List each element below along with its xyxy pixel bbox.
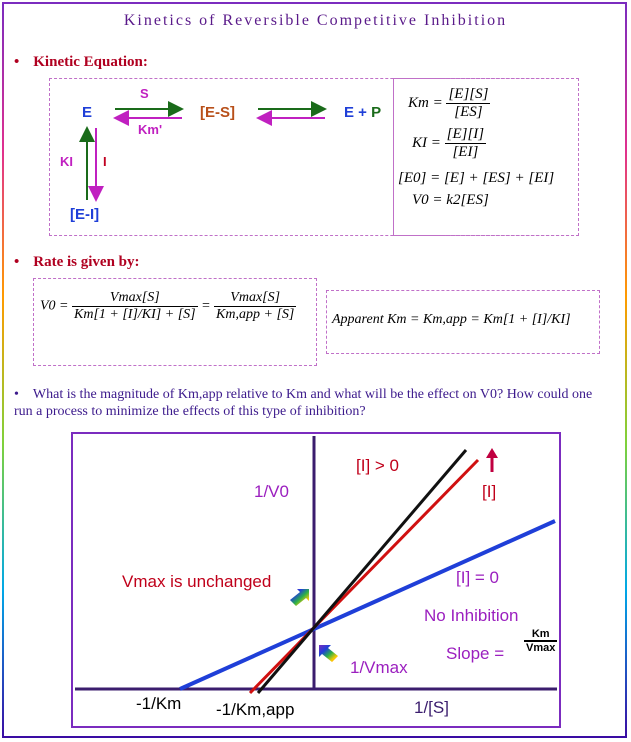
v0-definition: V0 = k2[ES] bbox=[412, 192, 489, 208]
label-one-over-vmax: 1/Vmax bbox=[350, 658, 408, 677]
km-definition: Km = [E][S][ES] bbox=[408, 86, 491, 120]
x-axis-label: 1/[S] bbox=[414, 698, 449, 717]
label-neg-inv-kmapp: -1/Km,app bbox=[216, 700, 295, 719]
apparent-km-box bbox=[326, 290, 600, 354]
question-text: •What is the magnitude of Km,app relativ… bbox=[14, 387, 593, 419]
line-inhibited-black bbox=[256, 449, 468, 694]
slope-label: Slope = bbox=[446, 644, 505, 663]
rate-equation-box bbox=[33, 278, 317, 366]
label-neg-inv-km: -1/Km bbox=[136, 694, 182, 713]
label-i: I bbox=[103, 154, 107, 169]
species-es: [E-S] bbox=[200, 104, 235, 121]
plot-border bbox=[71, 432, 561, 728]
label-vmax-unchanged: Vmax is unchanged bbox=[122, 572, 272, 591]
section-label: Kinetic Equation: bbox=[33, 54, 148, 70]
enzyme-balance: [E0] = [E] + [ES] + [EI] bbox=[398, 170, 555, 186]
label-km-prime: Km' bbox=[138, 122, 163, 137]
page-title: Kinetics of Reversible Competitive Inhib… bbox=[123, 12, 508, 29]
section-rate: •Rate is given by: bbox=[14, 254, 140, 270]
arrow-up-icon bbox=[290, 589, 309, 606]
ki-definition: KI = [E][I][EI] bbox=[412, 126, 487, 160]
y-axis-label: 1/V0 bbox=[254, 482, 289, 501]
equations-box bbox=[393, 78, 579, 236]
label-i: [I] bbox=[482, 482, 497, 501]
label-i-eq-0: [I] = 0 bbox=[456, 568, 499, 587]
species-p: P bbox=[371, 104, 382, 121]
i-increase-arrowhead-icon bbox=[486, 448, 498, 458]
label-s: S bbox=[140, 86, 149, 101]
rate-equation: V0 = Vmax[S]Km[1 + [I]/KI] + [S] = Vmax[… bbox=[40, 290, 297, 322]
species-e: E bbox=[82, 104, 93, 121]
label-i-gt-0: [I] > 0 bbox=[356, 456, 399, 475]
section-kinetic-equation: •Kinetic Equation: bbox=[14, 54, 148, 70]
species-e-plus: E + P bbox=[344, 104, 382, 121]
apparent-km-equation: Apparent Km = Km,app = Km[1 + [I]/KI] bbox=[332, 312, 571, 327]
line-inhibited-red bbox=[248, 458, 480, 695]
species-ei: [E-I] bbox=[70, 206, 100, 223]
label-ki: KI bbox=[60, 154, 73, 169]
arrow-down-icon bbox=[319, 645, 338, 662]
label-no-inhibition: No Inhibition bbox=[424, 606, 519, 625]
line-no-inhibition bbox=[179, 519, 556, 691]
section-label: Rate is given by: bbox=[33, 254, 140, 270]
